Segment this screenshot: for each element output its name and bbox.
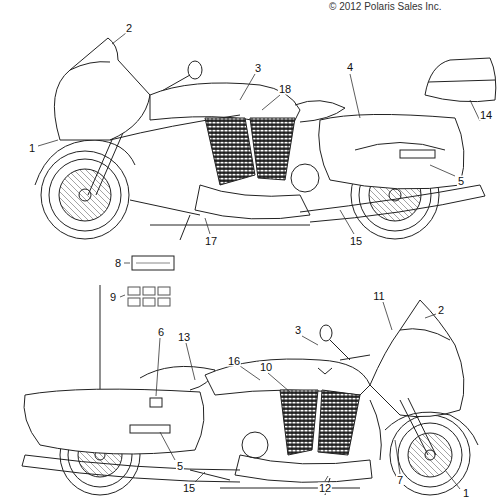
bottom-bike bbox=[22, 256, 478, 495]
callout-number: 16 bbox=[227, 356, 241, 367]
callout-number: 6 bbox=[157, 327, 165, 338]
copyright-note: © 2012 Polaris Sales Inc. bbox=[328, 2, 442, 12]
callout-number: 7 bbox=[396, 475, 404, 486]
callout-number: 5 bbox=[176, 461, 184, 472]
callout-number: 3 bbox=[294, 325, 302, 336]
callout-number: 17 bbox=[204, 236, 218, 247]
callout-number: 4 bbox=[346, 62, 354, 73]
callout-number: 15 bbox=[182, 483, 196, 494]
callout-number: 1 bbox=[462, 487, 470, 498]
callout-number: 14 bbox=[479, 110, 493, 121]
callout-number: 3 bbox=[254, 63, 262, 74]
callout-number: 18 bbox=[278, 84, 292, 95]
top-bike bbox=[35, 38, 496, 240]
callout-number: 11 bbox=[372, 291, 385, 302]
callout-number: 13 bbox=[177, 332, 191, 343]
callout-number: 12 bbox=[318, 483, 332, 494]
callout-number: 8 bbox=[114, 258, 122, 269]
callout-number: 5 bbox=[457, 176, 465, 187]
callout-number: 10 bbox=[259, 362, 273, 373]
callout-number: 15 bbox=[349, 236, 363, 247]
bottom-leader-lines bbox=[120, 263, 460, 489]
top-leader-lines bbox=[38, 33, 480, 234]
callout-number: 9 bbox=[109, 292, 117, 303]
callout-number: 1 bbox=[28, 143, 36, 154]
callout-number: 2 bbox=[437, 305, 445, 316]
callout-number: 2 bbox=[125, 23, 133, 34]
